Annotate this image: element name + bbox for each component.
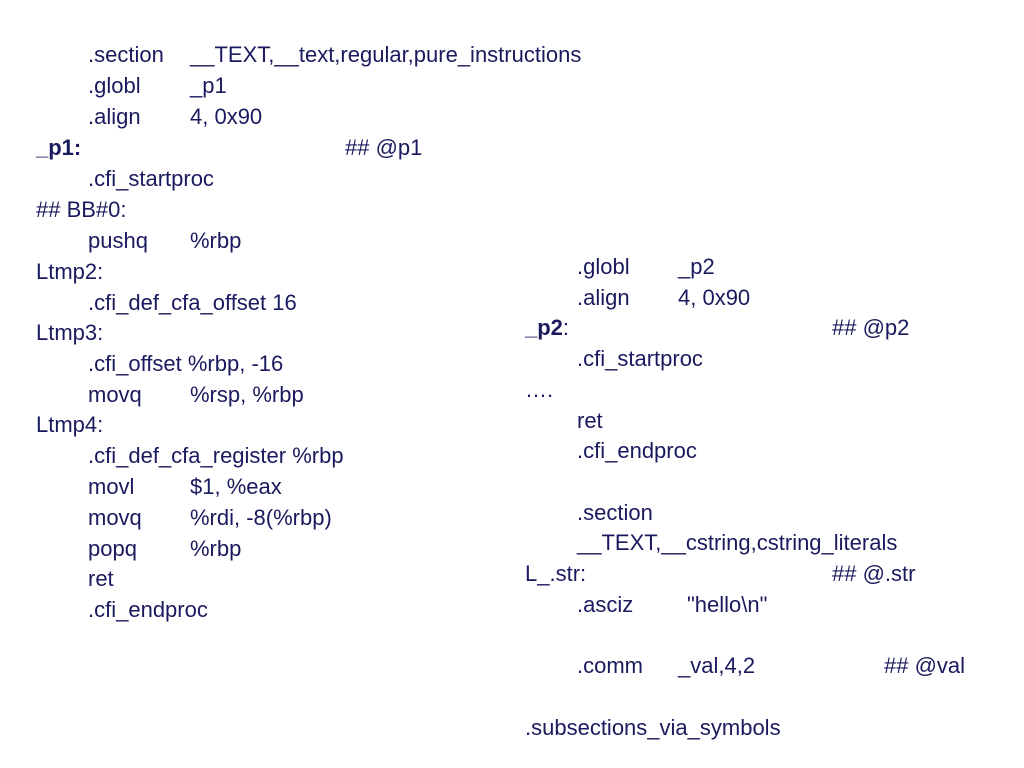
left-ret-instruction: ret [88, 566, 114, 591]
right-globl-argument: _p2 [678, 254, 715, 279]
subsections-via-symbols: .subsections_via_symbols [525, 715, 781, 740]
popq-operand: %rbp [190, 536, 242, 561]
comm-directive: .comm [577, 653, 643, 678]
movq-instruction-1: movq [88, 382, 142, 407]
label-ltmp3: Ltmp3: [36, 320, 104, 345]
comment-p1: ## @p1 [345, 135, 423, 160]
right-section-directive: .section [577, 500, 653, 525]
label-bb0: ## BB#0: [36, 197, 127, 222]
left-section-argument: __TEXT,__text,regular,pure_instructions [190, 42, 582, 67]
comment-val: ## @val [884, 653, 966, 678]
label-str: L_.str: [525, 561, 587, 586]
pushq-instruction: pushq [88, 228, 148, 253]
left-globl-directive: .globl [88, 73, 141, 98]
cfi-def-cfa-register: .cfi_def_cfa_register %rbp [88, 443, 344, 468]
ellipsis: …. [525, 377, 554, 402]
asciz-argument: "hello\n" [687, 592, 768, 617]
label-p1: _p1: [36, 135, 82, 160]
right-cfi-startproc: .cfi_startproc [577, 346, 703, 371]
cfi-def-cfa-offset: .cfi_def_cfa_offset 16 [88, 290, 297, 315]
popq-instruction: popq [88, 536, 137, 561]
label-p2-name: _p2 [525, 315, 563, 340]
label-p2-colon: : [562, 315, 570, 340]
right-globl-directive: .globl [577, 254, 630, 279]
pushq-operand: %rbp [190, 228, 242, 253]
label-ltmp2: Ltmp2: [36, 259, 104, 284]
right-ret-instruction: ret [577, 408, 603, 433]
asciz-directive: .asciz [577, 592, 634, 617]
left-align-argument: 4, 0x90 [190, 104, 263, 129]
right-section-argument: __TEXT,__cstring,cstring_literals [577, 530, 898, 555]
comment-p2: ## @p2 [832, 315, 910, 340]
movq-operand-2: %rdi, -8(%rbp) [190, 505, 332, 530]
right-align-directive: .align [577, 285, 630, 310]
movl-instruction: movl [88, 474, 135, 499]
right-cfi-endproc: .cfi_endproc [577, 438, 697, 463]
movq-operand-1: %rsp, %rbp [190, 382, 304, 407]
right-align-argument: 4, 0x90 [678, 285, 751, 310]
movq-instruction-2: movq [88, 505, 142, 530]
left-cfi-endproc: .cfi_endproc [88, 597, 208, 622]
left-cfi-startproc: .cfi_startproc [88, 166, 214, 191]
movl-operand: $1, %eax [190, 474, 282, 499]
comment-str: ## @.str [832, 561, 916, 586]
left-align-directive: .align [88, 104, 141, 129]
left-globl-argument: _p1 [190, 73, 227, 98]
left-section-directive: .section [88, 42, 164, 67]
label-ltmp4: Ltmp4: [36, 412, 104, 437]
comm-argument: _val,4,2 [678, 653, 756, 678]
label-p2: _p2: [525, 315, 569, 341]
cfi-offset: .cfi_offset %rbp, -16 [88, 351, 284, 376]
